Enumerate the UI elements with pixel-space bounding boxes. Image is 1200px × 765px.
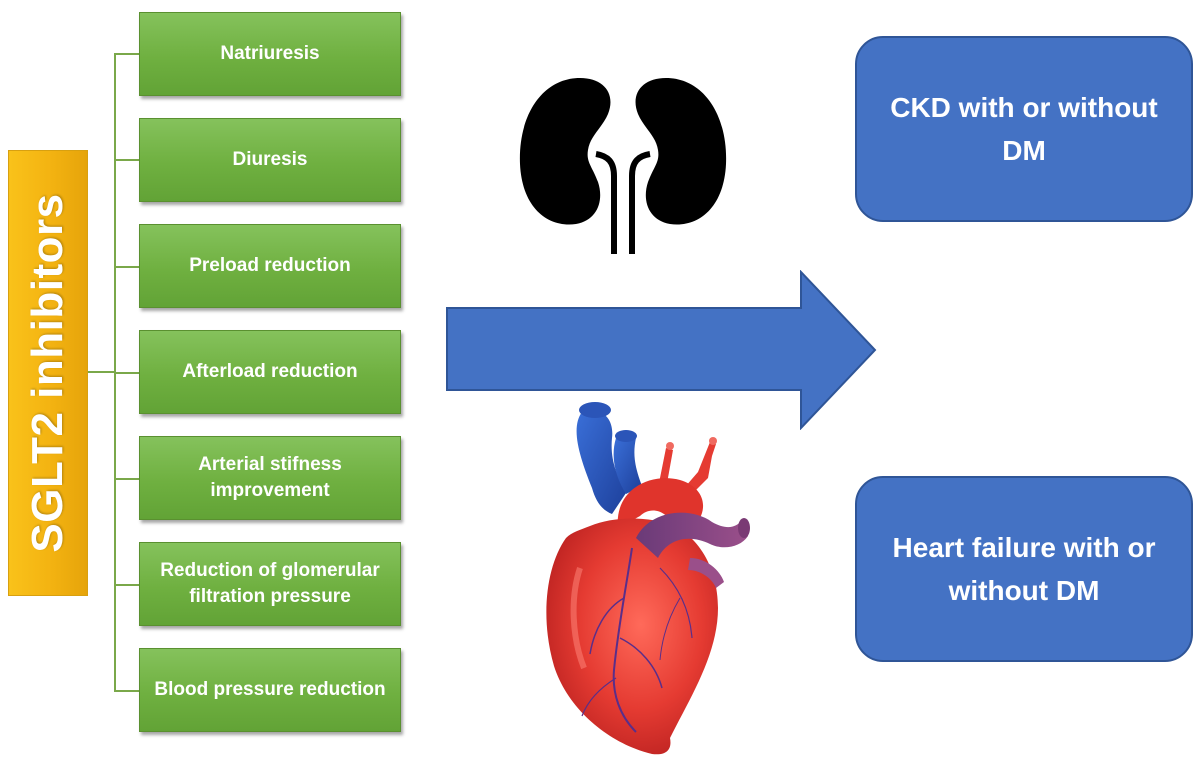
diagram-title: SGLT2 inhibitors [23, 193, 72, 553]
heart-icon [546, 402, 750, 755]
kidneys-icon [519, 78, 727, 254]
outcome-ckd: CKD with or without DM [855, 36, 1193, 222]
mechanism-blood-pressure: Blood pressure reduction [139, 648, 401, 732]
connector-branch [114, 372, 139, 374]
sglt2-title-bar: SGLT2 inhibitors [8, 150, 88, 596]
connector-branch [114, 53, 139, 55]
mechanism-natriuresis: Natriuresis [139, 12, 401, 96]
connector-branch [114, 584, 139, 586]
connector-stub [88, 371, 114, 373]
connector-branch [114, 478, 139, 480]
connector-branch [114, 266, 139, 268]
outcome-heart-failure: Heart failure with or without DM [855, 476, 1193, 662]
mechanism-preload-reduction: Preload reduction [139, 224, 401, 308]
mechanism-arterial-stiffness: Arterial stifness improvement [139, 436, 401, 520]
mechanism-glomerular-pressure: Reduction of glomerular filtration press… [139, 542, 401, 626]
connector-branch [114, 159, 139, 161]
right-arrow [446, 270, 877, 430]
connector-branch [114, 690, 139, 692]
mechanism-afterload-reduction: Afterload reduction [139, 330, 401, 414]
mechanism-diuresis: Diuresis [139, 118, 401, 202]
